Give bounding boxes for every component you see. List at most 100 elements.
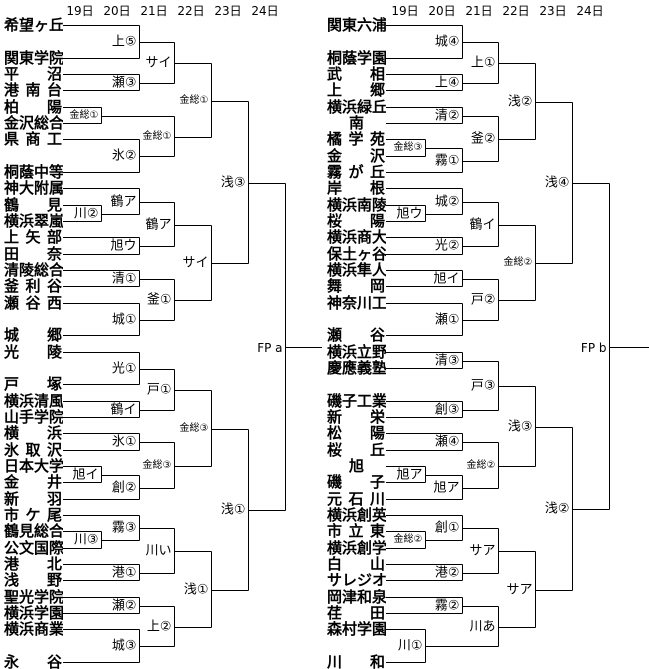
team-name: 保土ヶ谷 — [327, 246, 386, 262]
team-name: 横浜商大 — [327, 229, 386, 245]
venue-label: 金総① — [69, 109, 99, 121]
team-name: 山手学院 — [4, 409, 63, 425]
team-name: 釜利谷 — [4, 278, 63, 294]
venue-label: 光② — [434, 238, 460, 254]
team-name: 横浜隼人 — [327, 262, 386, 278]
venue-label: 戸① — [146, 382, 172, 398]
team-name: 市立東 — [327, 523, 386, 539]
venue-label: 旭ア — [433, 480, 460, 495]
team-name: 岡津和泉 — [327, 589, 386, 605]
team-name: 桐蔭学園 — [327, 50, 386, 66]
venue-label: 城② — [434, 194, 460, 209]
venue-label: 金総③ — [179, 422, 209, 434]
date-header: 24日 — [251, 4, 279, 18]
venue-label: 瀬① — [434, 312, 460, 327]
team-name: 磯子工業 — [327, 393, 386, 409]
team-name: 旭 — [349, 458, 365, 474]
team-name: 聖光学院 — [4, 589, 63, 605]
team-name: 新栄 — [327, 409, 385, 425]
final-label: FP b — [580, 340, 607, 355]
venue-label: 金総① — [179, 94, 209, 106]
team-name: 公文国際 — [4, 540, 63, 556]
team-name: 金沢総合 — [4, 115, 63, 131]
venue-label: 旭ウ — [110, 238, 137, 254]
team-name: 川和 — [327, 654, 385, 669]
team-name: 松陽 — [327, 425, 385, 441]
team-name: 神奈川工 — [327, 295, 386, 311]
team-name: 舞岡 — [327, 278, 385, 294]
team-name: 戸塚 — [4, 376, 62, 392]
team-name: 荏田 — [327, 605, 385, 621]
venue-label: 旭ア — [396, 467, 423, 482]
team-name: 清陵総合 — [4, 262, 63, 278]
venue-label: 霧③ — [111, 520, 137, 536]
team-name: 横浜 — [4, 425, 62, 441]
date-header: 20日 — [103, 4, 131, 18]
team-name: 横浜学園 — [4, 605, 63, 621]
team-name: 浅野 — [4, 572, 62, 588]
venue-label: 旭ウ — [396, 206, 423, 221]
team-name: 横浜創英 — [327, 507, 386, 523]
team-name: 武相 — [327, 66, 385, 82]
venue-label: 釜① — [146, 292, 172, 308]
venue-label: 鶴ア — [110, 194, 137, 209]
venue-label: 旭イ — [433, 271, 460, 286]
venue-label: 鶴ア — [145, 217, 172, 232]
venue-label: 瀬③ — [111, 75, 137, 90]
team-name: 神大附属 — [4, 180, 63, 196]
venue-label: 氷② — [111, 148, 137, 164]
team-name: 瀬谷西 — [4, 295, 63, 311]
venue-label: 清① — [111, 271, 137, 286]
venue-label: 城① — [111, 312, 137, 327]
team-name: 希望ヶ丘 — [4, 17, 63, 33]
venue-label: 金総② — [466, 459, 496, 471]
team-name: 鶴見 — [4, 197, 62, 213]
team-name: 光陵 — [4, 344, 62, 360]
team-name: 平沼 — [4, 66, 62, 82]
date-header: 22日 — [502, 4, 530, 18]
venue-label: 川③ — [73, 532, 99, 548]
date-header: 20日 — [428, 4, 456, 18]
team-name: 城郷 — [4, 327, 62, 343]
venue-label: 創① — [434, 520, 460, 536]
team-name: 市ケ尾 — [4, 507, 63, 523]
venue-label: 瀬② — [111, 598, 137, 613]
venue-label: 氷① — [111, 434, 137, 450]
venue-label: 港② — [434, 565, 460, 580]
venue-label: 浅② — [544, 501, 570, 517]
venue-label: 川② — [73, 206, 99, 221]
venue-label: 浅① — [183, 582, 209, 597]
date-header: 21日 — [465, 4, 493, 18]
venue-label: 霧② — [434, 598, 460, 613]
team-name: 港北 — [4, 556, 62, 572]
venue-label: 浅④ — [544, 175, 570, 191]
team-name: 氷取沢 — [4, 442, 63, 458]
venue-label: サア — [469, 543, 496, 559]
date-header: 23日 — [214, 4, 242, 18]
venue-label: 浅③ — [507, 419, 533, 434]
date-header: 22日 — [177, 4, 205, 18]
team-name: 港南台 — [4, 82, 63, 98]
team-name: 関東学院 — [4, 50, 63, 66]
venue-label: 戸② — [470, 292, 496, 308]
team-name: 金井 — [4, 474, 62, 490]
venue-label: 金総① — [142, 130, 172, 142]
venue-label: 港① — [111, 565, 137, 580]
team-name: 橘学苑 — [327, 131, 386, 147]
team-name: 上矢部 — [4, 229, 63, 245]
team-name: 桜陽 — [327, 213, 385, 229]
venue-label: サア — [506, 582, 533, 597]
venue-label: 旭イ — [72, 467, 99, 482]
team-name: 森村学園 — [327, 621, 386, 637]
venue-label: 金総③ — [142, 459, 172, 471]
team-name: 瀬谷 — [327, 327, 385, 343]
team-name: 横浜創学 — [327, 540, 386, 556]
team-name: 上郷 — [327, 82, 385, 98]
venue-label: 城④ — [434, 34, 460, 50]
venue-label: 金総② — [503, 257, 533, 268]
venue-label: 川あ — [469, 619, 496, 634]
venue-label: 上② — [146, 619, 172, 634]
venue-label: 浅② — [507, 94, 533, 109]
